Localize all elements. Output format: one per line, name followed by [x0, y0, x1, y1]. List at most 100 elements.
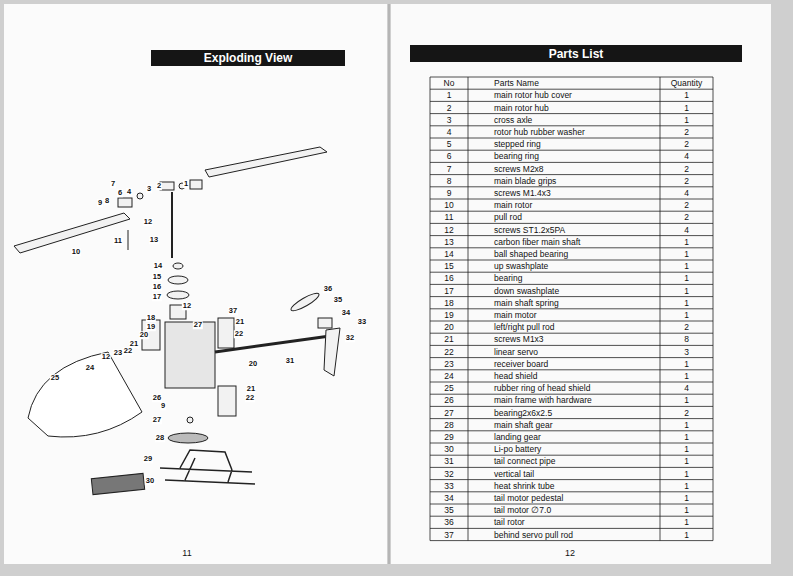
table-cell: 37	[444, 530, 453, 539]
table-cell: landing gear	[494, 433, 541, 442]
page-number: 12	[565, 549, 575, 558]
table-rule	[430, 77, 431, 541]
callout-number: 24	[85, 364, 95, 372]
table-cell: 1	[684, 396, 689, 405]
table-rule	[430, 369, 713, 370]
callout-number: 23	[113, 349, 123, 357]
table-rule	[430, 345, 713, 346]
table-cell: 2	[684, 164, 689, 173]
table-cell: 19	[444, 311, 453, 320]
table-cell: screws M1x3	[494, 335, 544, 344]
table-cell: 25	[444, 384, 453, 393]
callout-number: 13	[149, 236, 159, 244]
table-cell: tail motor pedestal	[494, 494, 563, 503]
table-cell: heat shrink tube	[494, 481, 554, 490]
table-cell: 1	[684, 530, 689, 539]
table-cell: linear servo	[494, 347, 538, 356]
table-rule	[430, 528, 713, 529]
table-cell: pull rod	[494, 213, 522, 222]
table-cell: 1	[684, 237, 689, 246]
table-cell: 15	[444, 262, 453, 271]
table-rule	[430, 479, 713, 480]
table-rule	[430, 260, 713, 261]
callout-number: 14	[153, 262, 163, 270]
table-rule	[430, 296, 713, 297]
table-rule	[468, 77, 469, 541]
table-cell: 4	[684, 189, 689, 198]
table-rule	[430, 467, 713, 468]
callout-number: 21	[246, 385, 256, 393]
table-rule	[430, 247, 713, 248]
table-cell: cross axle	[494, 115, 532, 124]
table-cell: up swashplate	[494, 262, 548, 271]
table-rule	[430, 321, 713, 322]
table-cell: 1	[684, 372, 689, 381]
table-cell: 14	[444, 250, 453, 259]
table-cell: 34	[444, 494, 453, 503]
callout-number: 1	[183, 180, 189, 188]
table-rule	[430, 333, 713, 334]
table-rule	[430, 418, 713, 419]
ball-bearing	[173, 263, 183, 269]
table-cell: 36	[444, 518, 453, 527]
table-cell: 13	[444, 237, 453, 246]
table-rule	[660, 77, 661, 541]
table-rule	[430, 150, 713, 151]
rotor-blade	[205, 147, 327, 177]
callout-number: 26	[152, 394, 162, 402]
table-cell: vertical tail	[494, 469, 534, 478]
table-cell: 21	[444, 335, 453, 344]
callout-number: 25	[50, 374, 60, 382]
table-cell: 1	[684, 518, 689, 527]
table-header: Parts Name	[494, 79, 539, 88]
blade-grip	[118, 198, 132, 207]
table-cell: left/right pull rod	[494, 323, 554, 332]
left-page	[4, 4, 387, 564]
table-cell: bearing ring	[494, 152, 539, 161]
callout-number: 2	[156, 182, 162, 190]
callout-number: 37	[228, 307, 238, 315]
bearing	[187, 417, 193, 423]
callout-number: 11	[113, 237, 123, 245]
table-cell: 3	[684, 347, 689, 356]
table-cell: 1	[684, 506, 689, 515]
table-cell: 4	[684, 225, 689, 234]
table-cell: 1	[684, 250, 689, 259]
table-cell: 1	[684, 445, 689, 454]
table-cell: screws M1.4x3	[494, 189, 551, 198]
table-cell: 32	[444, 469, 453, 478]
header-text: Parts List	[549, 47, 604, 61]
servo	[218, 318, 234, 348]
table-cell: 1	[684, 103, 689, 112]
callout-number: 29	[143, 455, 153, 463]
table-cell: 35	[444, 506, 453, 515]
callout-number: 36	[323, 285, 333, 293]
callout-number: 31	[285, 357, 295, 365]
table-cell: 4	[684, 384, 689, 393]
table-cell: 33	[444, 481, 453, 490]
table-rule	[430, 199, 713, 200]
table-rule	[430, 308, 713, 309]
table-cell: 2	[684, 323, 689, 332]
table-cell: 5	[447, 140, 452, 149]
table-cell: tail rotor	[494, 518, 525, 527]
table-rule	[430, 174, 713, 175]
table-cell: stepped ring	[494, 140, 541, 149]
table-rule	[430, 382, 713, 383]
table-cell: 2	[684, 140, 689, 149]
callout-number: 28	[155, 434, 165, 442]
table-cell: 8	[447, 176, 452, 185]
table-cell: 2	[684, 128, 689, 137]
callout-number: 20	[248, 360, 258, 368]
callout-number: 35	[333, 296, 343, 304]
table-rule	[430, 211, 713, 212]
callout-number: 7	[110, 180, 116, 188]
callout-number: 27	[152, 416, 162, 424]
table-cell: 1	[684, 494, 689, 503]
table-rule	[430, 540, 713, 541]
page-number: 11	[182, 549, 191, 558]
header-text: Exploding View	[204, 51, 292, 65]
swashplate	[168, 276, 188, 284]
table-rule	[430, 113, 713, 114]
callout-number: 6	[117, 189, 123, 197]
